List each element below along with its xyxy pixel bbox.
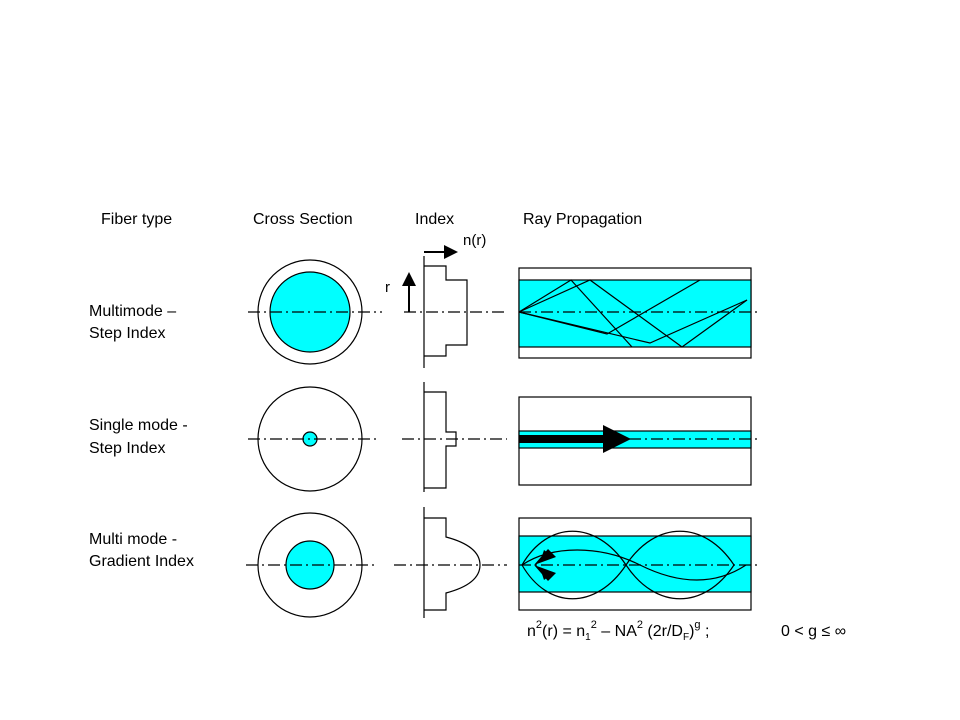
row-label-line1: Multimode – [89,303,176,320]
step-profile [424,265,468,357]
r-label: r [385,279,390,296]
cross-section-singlemode-step [248,386,376,492]
propagation-arrow-icon [603,425,631,453]
row-label-multimode-gradient: Multi mode - Gradient Index [89,531,194,570]
graded-profile [424,517,481,611]
step-profile [424,391,457,489]
header-fiber-type: Fiber type [101,211,172,228]
ray-path [518,279,633,348]
row-label-line2: Gradient Index [89,553,194,570]
equation-condition: 0 < g ≤ ∞ [781,623,846,640]
n-axis-arrow-icon [444,245,458,259]
row-label-line1: Single mode - [89,417,188,434]
row-label-line2: Step Index [89,440,166,457]
header-cross-section: Cross Section [253,211,353,228]
row-label-line1: Multi mode - [89,531,177,548]
row-label-line2: Step Index [89,325,166,342]
r-axis-arrow-icon [402,272,416,286]
mode-beam [519,435,605,443]
gradient-index-equation: n2(r) = n12 – NA2 (2r/DF)g ; 0 < g ≤ ∞ [527,619,846,643]
ray-path [518,279,748,348]
ray-arrow-icon [540,568,552,580]
ray-arrow-icon [540,550,552,562]
equation-text: n2(r) = n12 – NA2 (2r/DF)g ; [527,619,709,643]
row-label-singlemode-step: Single mode - Step Index [89,417,188,457]
header-index: Index [415,211,454,228]
ray-propagation-multimode-step [518,267,757,359]
ray-propagation-singlemode-step [518,396,757,486]
cross-section-multimode-step [248,259,382,365]
ray-path [518,279,701,335]
n-of-r-label: n(r) [463,232,486,249]
ray-path [521,530,735,600]
ray-path [521,549,747,581]
header-ray-propagation: Ray Propagation [523,211,642,228]
cross-section-multimode-gradient [246,512,376,618]
row-label-multimode-step: Multimode – Step Index [89,303,176,342]
index-profile-multimode-gradient [394,507,507,618]
index-profile-multimode-step: n(r) r [385,232,507,368]
ray-propagation-multimode-gradient [518,517,757,611]
index-profile-singlemode-step [402,382,507,492]
core-rect [518,535,752,593]
